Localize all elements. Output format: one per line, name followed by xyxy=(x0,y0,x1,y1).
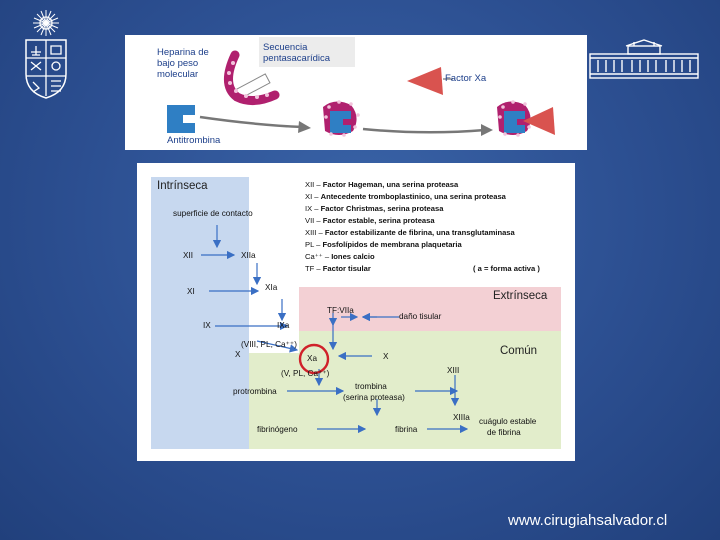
factor-legend xyxy=(299,177,561,287)
intrinsic-zone xyxy=(151,177,249,449)
legend-code: XII xyxy=(305,180,315,189)
extrinsic-zone xyxy=(299,287,561,331)
legend-row: Ca⁺⁺ – Iones calcio xyxy=(305,252,375,261)
building-facade-icon xyxy=(589,39,699,79)
heparin-label: Heparina de bajo peso molecular xyxy=(157,47,209,80)
factor-xa-bound xyxy=(523,107,555,135)
xa-highlight-circle xyxy=(298,343,330,375)
antithrombin-complex-1 xyxy=(330,111,351,133)
factor-ix: IX xyxy=(203,321,211,330)
legend-text: Factor Hageman, una serina proteasa xyxy=(322,180,459,189)
contact-surface-label: superficie de contacto xyxy=(173,209,253,218)
legend-row: XII – Factor Hageman, una serina proteas… xyxy=(305,180,459,189)
tissue-damage-label: daño tisular xyxy=(399,312,442,321)
legend-row: XIII – Factor estabilizante de fibrina, … xyxy=(305,228,515,237)
legend-text: Fosfolípidos de membrana plaquetaria xyxy=(322,240,462,249)
factor-xiii: XIII xyxy=(447,366,460,375)
factor-xi: XI xyxy=(187,287,195,296)
factor-ixa: IXa xyxy=(277,321,290,330)
legend-code: PL xyxy=(305,240,315,249)
legend-code: IX xyxy=(305,204,313,213)
stable-clot-label-2: de fibrina xyxy=(487,428,521,437)
legend-text: Factor Christmas, serina proteasa xyxy=(320,204,444,213)
heparin-molecule xyxy=(224,50,280,105)
coagulation-cascade-diagram: Intrínseca Extrínseca Común superficie d… xyxy=(137,163,575,461)
university-seal-icon xyxy=(25,10,67,99)
heparin-mechanism-panel: Heparina de bajo peso molecular Secuenci… xyxy=(125,35,587,150)
factor-x-right: X xyxy=(383,352,389,361)
legend-row: VII – Factor estable, serina proteasa xyxy=(305,216,435,225)
heparin-mechanism-drawing xyxy=(167,50,555,137)
legend-text: Factor estabilizante de fibrina, una tra… xyxy=(324,228,515,237)
antithrombin-molecule xyxy=(167,105,195,133)
legend-code: XI xyxy=(305,192,313,201)
intrinsic-title: Intrínseca xyxy=(157,180,208,192)
legend-text: Factor estable, serina proteasa xyxy=(322,216,435,225)
factor-xiia: XIIa xyxy=(241,251,256,260)
factor-xa-molecule xyxy=(407,67,443,95)
legend-row: IX – Factor Christmas, serina proteasa xyxy=(305,204,444,213)
intrinsic-cofactors: (VIII, PL, Ca⁺⁺) xyxy=(241,340,297,349)
prothrombin-label: protrombina xyxy=(233,387,277,396)
fibrin-label: fibrina xyxy=(395,425,418,434)
factor-xia: XIa xyxy=(265,283,278,292)
legend-code: XIII xyxy=(305,228,317,237)
stable-clot-label: cuágulo estable xyxy=(479,417,537,426)
common-cofactors: (V, PL, Ca⁺⁺) xyxy=(281,369,330,378)
legend-active-note: ( a = forma activa ) xyxy=(473,264,540,273)
factor-xa-label: Factor Xa xyxy=(445,73,487,84)
fibrinogen-label: fibrinógeno xyxy=(257,425,298,434)
footer-url[interactable]: www.cirugiahsalvador.cl xyxy=(508,512,668,529)
legend-text: Iones calcio xyxy=(331,252,375,261)
factor-xa: Xa xyxy=(307,354,318,363)
sequence-label: Secuencia pentasacarídica xyxy=(263,42,331,64)
cascade-arrows xyxy=(201,225,469,434)
legend-code: VII xyxy=(305,216,315,225)
legend-code: Ca⁺⁺ xyxy=(305,252,323,261)
legend-code: TF xyxy=(305,264,315,273)
factor-xiiia: XIIIa xyxy=(453,413,470,422)
common-title: Común xyxy=(500,345,538,357)
legend-row: TF – Factor tisular xyxy=(305,264,371,273)
tf-viia-label: TF:VIIa xyxy=(327,306,354,315)
extrinsic-title: Extrínseca xyxy=(493,290,548,302)
legend-row: PL – Fosfolípidos de membrana plaquetari… xyxy=(305,240,462,249)
legend-text: Factor tisular xyxy=(322,264,371,273)
thrombin-label: trombina xyxy=(355,382,387,391)
legend-text: Antecedente tromboplastinico, una serina… xyxy=(320,192,506,201)
legend-row: XI – Antecedente tromboplastinico, una s… xyxy=(305,192,506,201)
factor-xii: XII xyxy=(183,251,194,260)
factor-x-left: X xyxy=(235,350,241,359)
thrombin-note: (serina proteasa) xyxy=(343,393,405,402)
antithrombin-label: Antitrombina xyxy=(167,135,221,146)
